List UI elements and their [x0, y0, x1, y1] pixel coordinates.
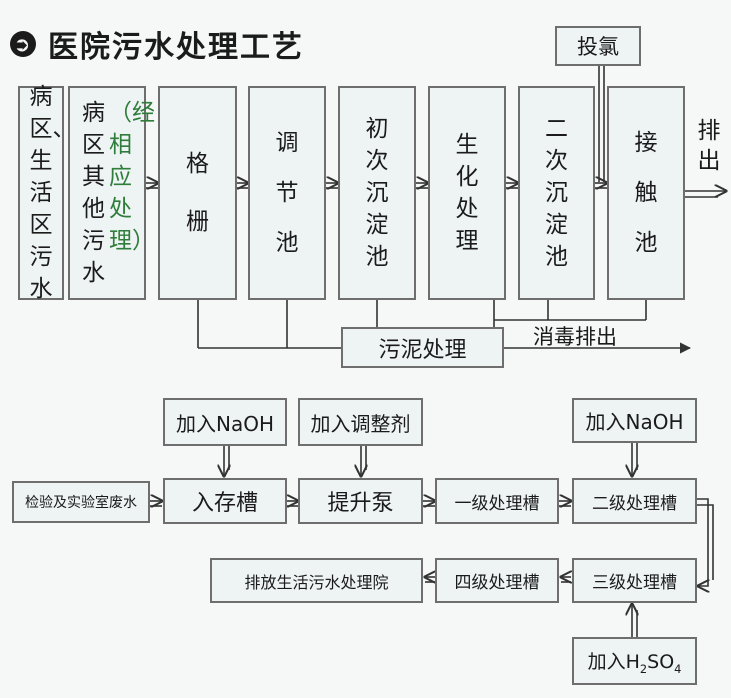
chlorine-dosing-box: 投氯: [555, 26, 641, 66]
step-equalization-tank: 调节池: [248, 86, 326, 300]
tank-2-box: 二级处理槽: [572, 478, 697, 524]
step-equalization-label: 调节池: [275, 130, 299, 256]
discharge-label: 排出: [697, 118, 721, 174]
lab-wastewater-source-box: 检验及实验室废水: [12, 481, 150, 523]
top-flow-arrows: [146, 183, 726, 198]
lift-pump-box: 提升泵: [298, 478, 423, 524]
tank-3-box: 三级处理槽: [572, 558, 697, 603]
source-wastewater-label: 病区、生活区污水: [29, 84, 76, 302]
add-naoh-box-1: 加入NaOH: [163, 398, 287, 446]
disinfect-discharge-label: 消毒排出: [533, 325, 617, 349]
sludge-treatment-label: 污泥处理: [378, 337, 467, 363]
sludge-treatment-box: 污泥处理: [341, 327, 504, 368]
step-biological-treatment: 生化处理: [428, 86, 506, 300]
step-contact-tank: 接触池: [607, 86, 685, 300]
pretreated-wastewater-label: 病区其他污水: [82, 100, 105, 286]
add-regulator-box: 加入调整剂: [298, 398, 423, 446]
step-secondary-sedimentation: 二次沉淀池: [518, 86, 595, 300]
pretreated-wastewater-box: 病区其他污水 （经相应处理）: [68, 86, 155, 300]
source-wastewater-box: 病区、生活区污水: [18, 84, 76, 302]
sludge-lines: [197, 300, 692, 354]
add-h2so4-label: 加入H2SO4: [587, 650, 682, 676]
step-secondary-sedimentation-label: 二次沉淀池: [545, 116, 568, 270]
bottom-flow-arrows: [150, 443, 714, 637]
final-discharge-box: 排放生活污水处理院: [210, 558, 423, 603]
step-grille: 格栅: [158, 86, 237, 300]
chlorine-dosing-label: 投氯: [577, 35, 619, 59]
step-primary-sedimentation-label: 初次沉淀池: [365, 116, 389, 270]
tank-4-box: 四级处理槽: [435, 558, 559, 603]
storage-tank-box: 入存槽: [163, 478, 287, 524]
step-biological-label: 生化处理: [455, 132, 479, 254]
step-grille-label: 格栅: [186, 151, 209, 235]
arrow-circle-icon: ➲: [10, 31, 36, 57]
add-h2so4-box: 加入H2SO4: [572, 637, 697, 685]
page-title: ➲ 医院污水处理工艺: [10, 22, 304, 66]
step-contact-label: 接触池: [634, 130, 658, 256]
step-primary-sedimentation: 初次沉淀池: [338, 86, 416, 300]
add-naoh-box-2: 加入NaOH: [572, 398, 697, 443]
tank-1-box: 一级处理槽: [435, 478, 559, 524]
title-text: 医院污水处理工艺: [48, 30, 304, 65]
pretreatment-note: （经相应处理）: [109, 100, 155, 254]
